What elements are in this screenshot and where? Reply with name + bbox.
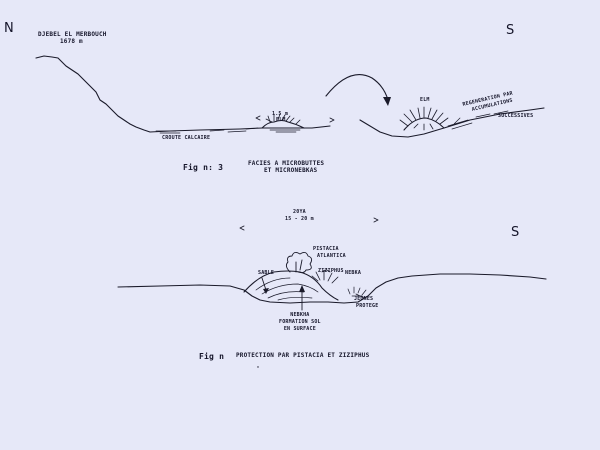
nebka-label: NEBKHA FORMATION SOL EN SURFACE (279, 312, 321, 333)
fig2-nebka-arrow-head (299, 285, 305, 292)
fig1-caption-line-2: ET MICRONEBKAS (264, 167, 318, 174)
fig2-nebka-layers (255, 277, 319, 301)
fig2-dim-right-arrow (373, 217, 379, 223)
fig1-dimension-label: 1.5 m (272, 111, 289, 117)
fig1-curved-arrow (325, 74, 389, 101)
fig2-dim-line-1: 20YA (293, 209, 306, 215)
peak-altitude: 1678 m (60, 38, 83, 45)
nebkas-label: NEBKA (345, 270, 362, 276)
fig1-right-basin (359, 107, 545, 138)
fig1-caption: FACIES A MICROBUTTES ET MICRONEBKAS (248, 160, 324, 174)
regen-line-3: SUCCESSIVES (498, 113, 534, 119)
fig1-elm-mound (403, 117, 445, 131)
ziziphus-label: ZIZIPHUS (318, 268, 344, 274)
south-label-fig2: S (511, 225, 520, 240)
fig1-terrain-profile (35, 55, 331, 133)
fig2-caption-dot (257, 366, 259, 368)
fig1-elm-right-label: ELM (420, 97, 430, 103)
fig1-number: Fig n: 3 (183, 163, 224, 172)
fig2-caption: PROTECTION PAR PISTACIA ET ZIZIPHUS (236, 352, 370, 359)
pistacia-line-2: ATLANTICA (317, 253, 346, 259)
fig2-jeunes-arrow (355, 293, 365, 299)
sable-label: SABLE (258, 270, 275, 276)
croute-calcaire-label: CROUTE CALCAIRE (162, 135, 211, 141)
fig2-sable-arrow (261, 277, 267, 291)
peak-name: DJEBEL EL MERBOUCH (38, 31, 107, 38)
jeunes-line-2: PROTEGE (356, 303, 379, 309)
fig1-elm-shrub (399, 106, 449, 131)
fig2-number: Fig n (199, 352, 225, 361)
fig1-caption-line-1: FACIES A MICROBUTTES (248, 160, 325, 167)
fig2-dim-left-arrow (239, 225, 245, 231)
fig1-microbutte-shrub (265, 113, 301, 125)
nebka-line-2: FORMATION SOL (279, 319, 321, 325)
fig2-sable-arrow-head (263, 288, 269, 294)
fig2-jeunes-shrubs (347, 286, 367, 297)
fig2-pistacia-shrub (285, 251, 313, 274)
north-label: N (4, 21, 14, 36)
fig2-dim-line-2: 15 - 20 m (285, 216, 314, 222)
pistacia-label: PISTACIA ATLANTICA (313, 246, 346, 260)
south-label-fig1: S (506, 23, 515, 38)
fig2-terrain-profile (117, 273, 547, 304)
fig1-curved-arrow-head (383, 97, 391, 106)
nebka-line-1: NEBKHA (290, 312, 310, 318)
fig1-dim-left-arrow (255, 115, 261, 121)
fig2-nebka-mound (243, 270, 339, 301)
fig2-ziziphus-shrub (311, 269, 339, 284)
jeunes-line-1: JEUNES (354, 296, 374, 302)
pistacia-line-1: PISTACIA (313, 246, 339, 252)
fig1-microbutte (261, 119, 305, 129)
jeunes-proteges-label: JEUNES PROTEGE (354, 296, 378, 310)
fig1-crust-hatching (155, 127, 301, 134)
fig1-elm-center-label: ELM (276, 117, 286, 123)
fig1-dim-right-arrow (329, 117, 335, 123)
fig2-dimension-label: 20YA 15 - 20 m (285, 209, 314, 223)
nebka-line-3: EN SURFACE (283, 326, 316, 332)
fig1-regen-hatching (447, 110, 509, 130)
peak-name-label: DJEBEL EL MERBOUCH 1678 m (38, 31, 107, 45)
